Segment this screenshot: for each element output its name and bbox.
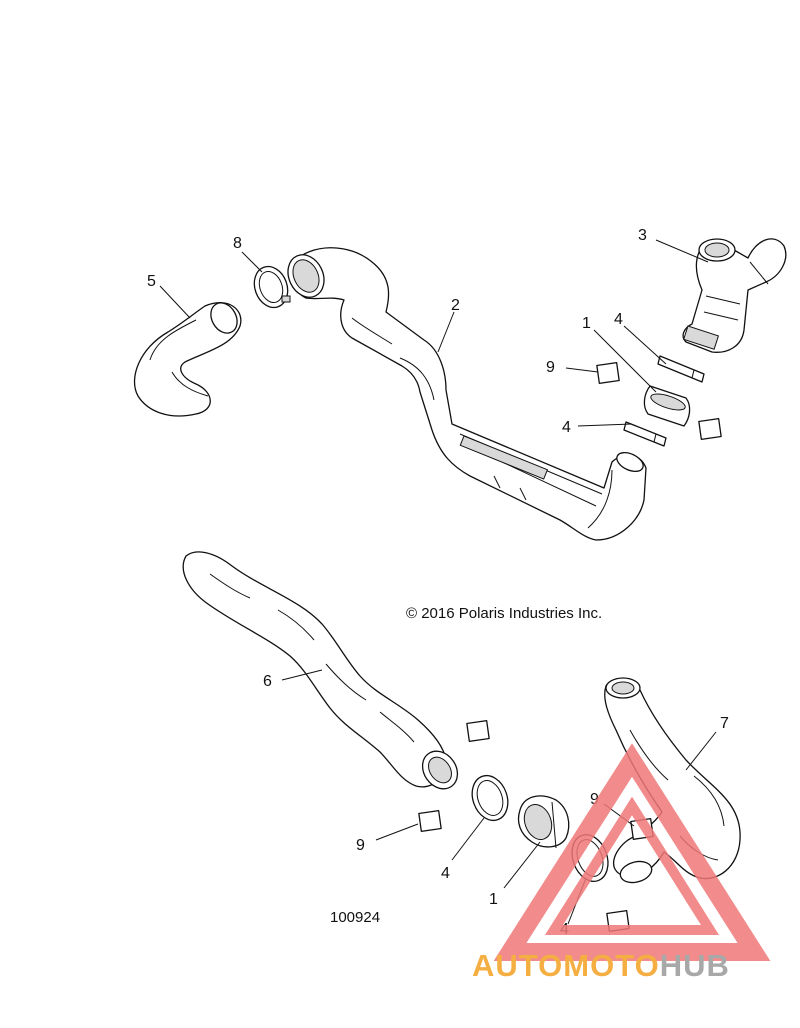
callout-1-upper: 1 <box>582 315 591 332</box>
part-2-air-duct <box>287 247 647 541</box>
part-4-clamp-lower-left <box>471 774 509 822</box>
watermark-logo: AUTOMOTOHUB <box>472 743 771 983</box>
callout-8: 8 <box>233 235 242 252</box>
callout-4-upper: 4 <box>614 311 623 328</box>
svg-text:AUTOMOTOHUB: AUTOMOTOHUB <box>472 948 730 983</box>
part-6-hose <box>182 551 459 790</box>
watermark-brand-part2: HUB <box>660 948 730 983</box>
callout-4-lower-left: 4 <box>441 865 450 882</box>
part-1-coupler-lower <box>517 795 570 849</box>
copyright-notice: © 2016 Polaris Industries Inc. <box>406 605 602 622</box>
part-3-y-fitting <box>682 238 787 353</box>
part-5-hose <box>133 302 242 417</box>
part-8-clamp <box>253 265 291 309</box>
callout-9-upper: 9 <box>546 359 555 376</box>
part-7-duct <box>604 677 741 884</box>
part-4-pin-upper <box>657 355 705 383</box>
part-9-label-upper-right <box>698 418 722 440</box>
watermark-brand-part1: AUTOMOTO <box>472 948 660 983</box>
part-9-label-lower-top <box>466 720 490 742</box>
callout-9-lower-right: 9 <box>590 791 599 808</box>
callout-4-middle: 4 <box>562 419 571 436</box>
part-9-label-lower-left <box>418 810 442 832</box>
part-1-coupler-upper <box>643 385 691 427</box>
callout-7: 7 <box>720 715 729 732</box>
callout-5: 5 <box>147 273 156 290</box>
warning-triangle-icon <box>493 743 771 961</box>
part-9-label-upper-left <box>596 362 620 384</box>
figure-id: 100924 <box>330 909 380 926</box>
callout-2: 2 <box>451 297 460 314</box>
part-4-pin-lower <box>623 421 667 447</box>
callout-9-lower-left: 9 <box>356 837 365 854</box>
callout-3: 3 <box>638 227 647 244</box>
callout-1-lower: 1 <box>489 891 498 908</box>
callout-6: 6 <box>263 673 272 690</box>
